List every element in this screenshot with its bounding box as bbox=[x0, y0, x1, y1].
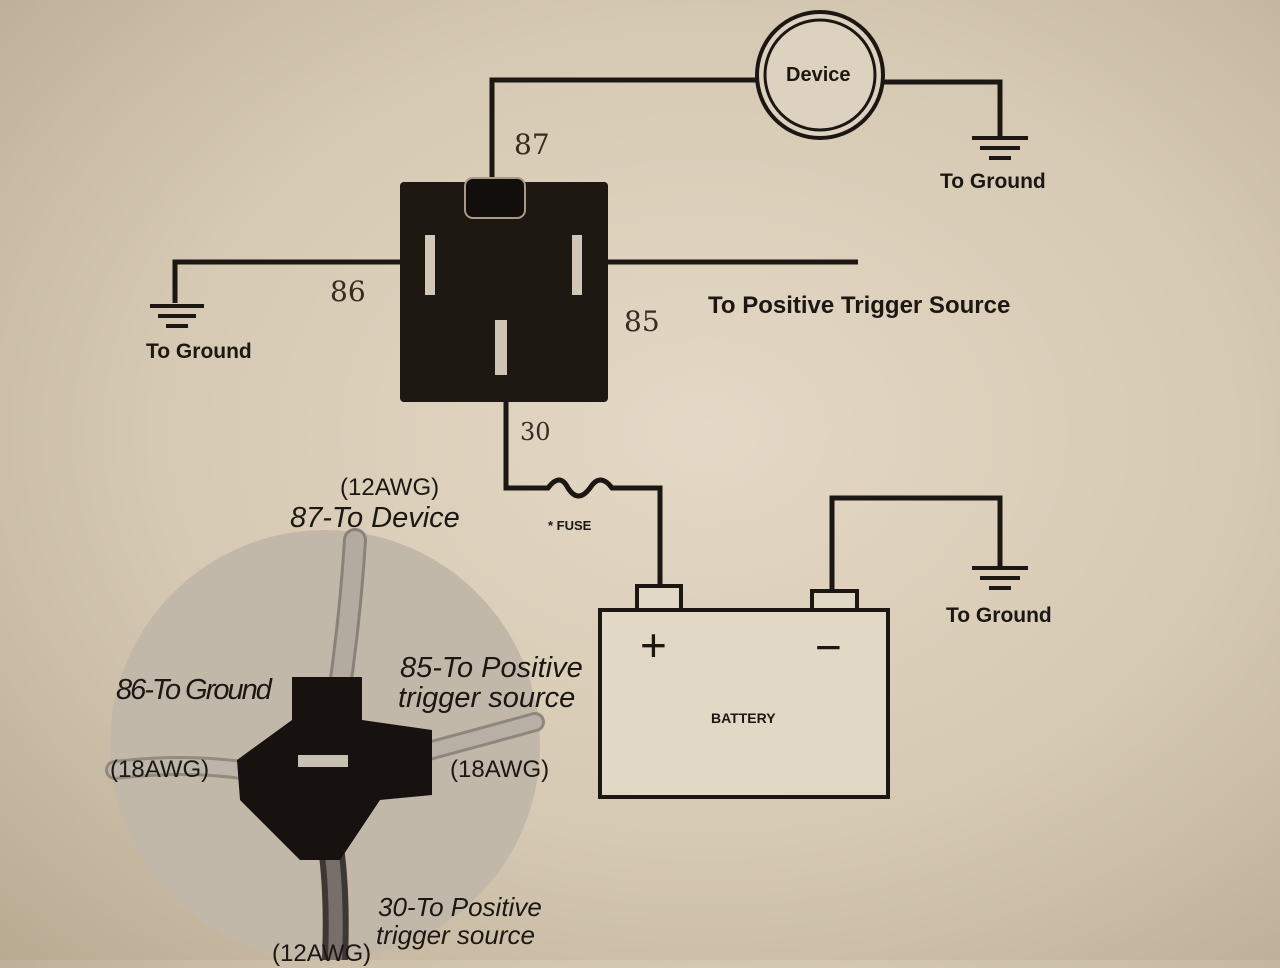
battery-plus: + bbox=[640, 619, 667, 671]
pin-86-handwritten: 86 bbox=[330, 275, 366, 308]
right-wire-label: trigger source bbox=[398, 682, 576, 714]
battery-minus: − bbox=[815, 621, 842, 673]
top-wire-label: 87-To Device bbox=[290, 502, 460, 534]
device-icon bbox=[755, 10, 885, 140]
pin-30-handwritten: 30 bbox=[520, 418, 551, 446]
left-wire-label: 86-To Ground bbox=[116, 674, 272, 706]
trigger-source-label: To Positive Trigger Source bbox=[708, 292, 1011, 319]
ground-icon bbox=[150, 304, 204, 328]
fuse-label: * FUSE bbox=[548, 518, 592, 533]
device-label: Device bbox=[786, 64, 851, 86]
ground-label: To Ground bbox=[940, 170, 1046, 193]
ground-label: To Ground bbox=[146, 340, 252, 363]
top-gauge: (12AWG) bbox=[340, 474, 440, 501]
relay-icon bbox=[400, 177, 608, 402]
left-gauge: (18AWG) bbox=[110, 756, 210, 783]
bottom-wire-label: trigger source bbox=[376, 920, 535, 950]
ground-icon bbox=[972, 566, 1028, 590]
right-wire-label: 85-To Positive bbox=[400, 652, 583, 684]
battery-label: BATTERY bbox=[711, 710, 776, 726]
battery-icon bbox=[598, 584, 890, 799]
ground-icon bbox=[972, 136, 1028, 160]
pin-87-handwritten: 87 bbox=[514, 128, 550, 161]
bottom-wire-label: 30-To Positive bbox=[378, 892, 542, 922]
pin-85-handwritten: 85 bbox=[624, 305, 660, 338]
bottom-gauge: (12AWG) bbox=[272, 940, 372, 967]
connector-housing bbox=[237, 677, 432, 860]
schematic-wires bbox=[172, 77, 1003, 592]
connector-latch bbox=[298, 755, 348, 767]
ground-label: To Ground bbox=[946, 604, 1052, 627]
right-gauge: (18AWG) bbox=[450, 756, 550, 783]
